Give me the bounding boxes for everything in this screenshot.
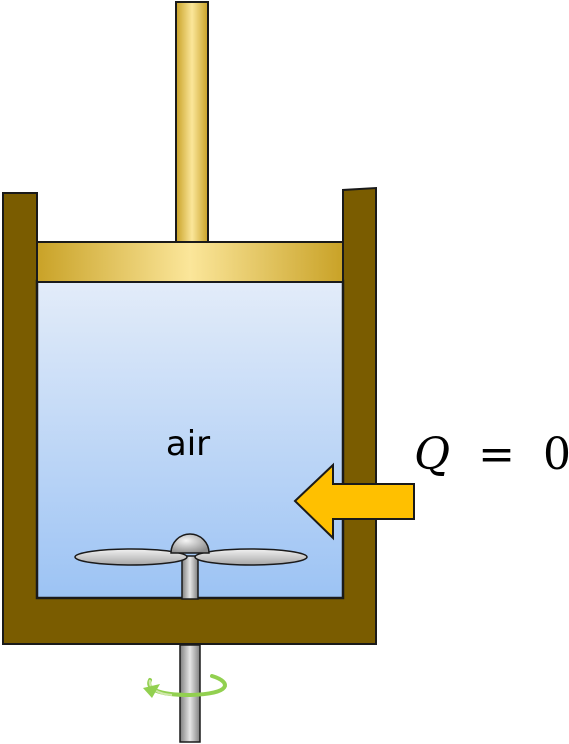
arrow-left-icon	[293, 462, 415, 541]
gas-label: air	[166, 424, 210, 464]
paddle-blade-right	[194, 548, 308, 566]
heat-equals-sign: =	[478, 429, 515, 480]
paddle-shaft-inner	[181, 555, 199, 600]
rotation-arrow-icon	[143, 674, 227, 698]
heat-transfer-label: Q = 0	[414, 429, 569, 480]
paddle-hub	[170, 533, 210, 554]
heat-value: 0	[543, 429, 569, 480]
piston-rod	[175, 1, 209, 244]
paddle-blade-left	[74, 548, 188, 566]
piston-head	[36, 241, 344, 283]
paddle-wheel	[74, 533, 308, 600]
heat-symbol: Q	[414, 429, 450, 480]
